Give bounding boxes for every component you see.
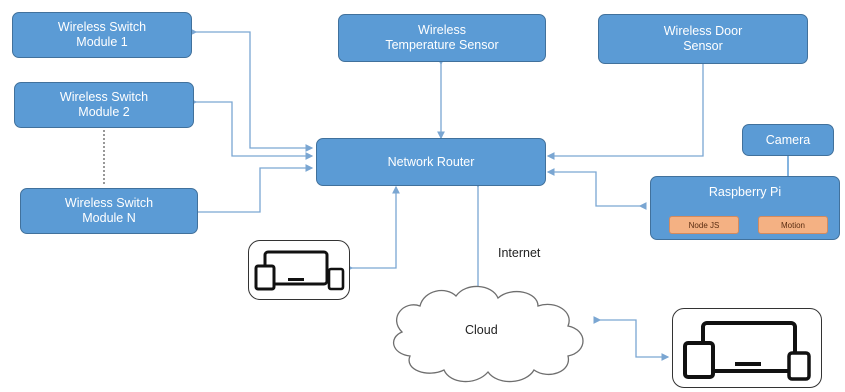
chip-motion: Motion [758,216,828,234]
devices-icon [254,250,345,291]
local-device-frame [248,240,350,300]
connector-switch1-router [189,28,314,152]
connector-raspberry-router [546,168,647,210]
internet-label: Internet [498,246,541,260]
connector-cloud-remote [593,316,670,361]
node-door: Wireless Door Sensor [598,14,808,64]
chip-nodejs: Node JS [669,216,739,234]
cloud-shape [392,285,584,383]
cloud-label: Cloud [465,323,498,337]
connector-device-router [345,185,400,272]
node-temperature: Wireless Temperature Sensor [338,14,546,62]
remote-device-frame [672,308,822,388]
node-router: Network Router [316,138,546,186]
node-switchN: Wireless Switch Module N [20,188,198,234]
connector-door-router [546,57,707,160]
connector-switch2-router [189,98,314,160]
devices-icon [683,321,811,381]
node-camera: Camera [742,124,834,156]
node-switch2: Wireless Switch Module 2 [14,82,194,128]
raspberry-label: Raspberry Pi [708,185,782,199]
node-switch1: Wireless Switch Module 1 [12,12,192,58]
connector-switchN-router [191,164,314,216]
